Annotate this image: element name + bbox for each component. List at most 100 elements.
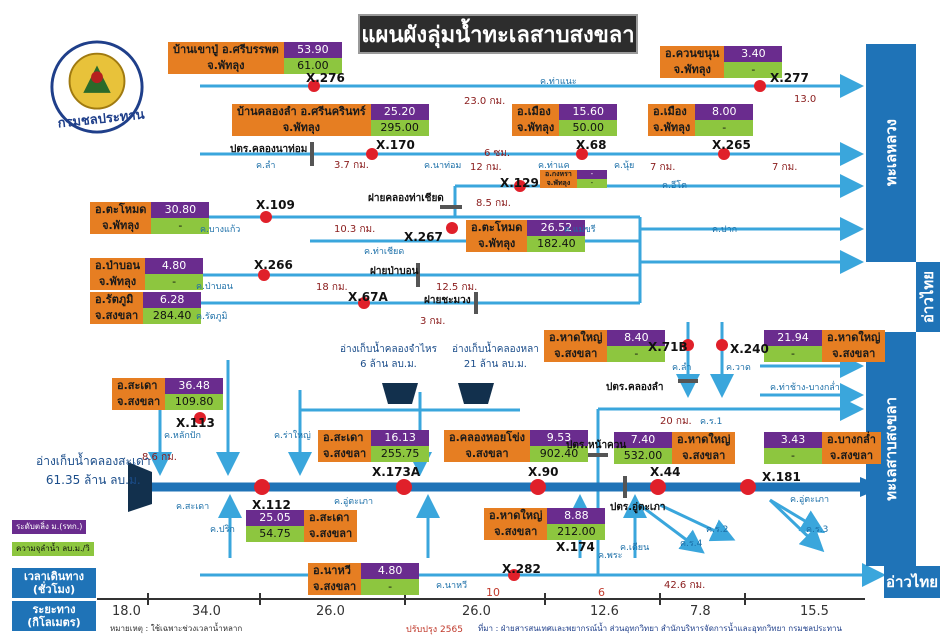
segment-distance: 7.8 xyxy=(690,604,711,619)
point-label: X.44 xyxy=(650,465,681,479)
travel-time: 10 xyxy=(486,586,500,599)
point-x277 xyxy=(754,80,766,92)
point-label: X.240 xyxy=(730,342,769,356)
point-label: X.265 xyxy=(712,138,751,152)
point-label: X.129 xyxy=(500,176,539,190)
point-x67a xyxy=(358,297,370,309)
river-label: ค.พระ xyxy=(598,551,623,561)
distance-label: 42.6 กม. xyxy=(664,580,706,591)
distance-label: 6 ซม. xyxy=(484,148,511,159)
point-label: X.267 xyxy=(404,230,443,244)
river-label: ค.นุ้ย xyxy=(614,161,635,171)
river-label: ค.ร.3 xyxy=(806,525,829,535)
point-x71b xyxy=(682,339,694,351)
point-label: X.90 xyxy=(528,465,559,479)
point-label: X.277 xyxy=(770,71,809,85)
point-label: X.173A xyxy=(372,465,421,479)
travel-time: 6 xyxy=(598,586,605,599)
distance-label: 7 กม. xyxy=(772,162,798,173)
point-label: X.276 xyxy=(306,71,345,85)
point-label: X.109 xyxy=(256,198,295,212)
distance-label: 7 กม. xyxy=(650,162,676,173)
point-x170 xyxy=(366,148,378,160)
river-label: ค.ร.1 xyxy=(700,417,723,427)
river-label: ค.นาท่อม xyxy=(424,161,462,171)
point-label: X.71B xyxy=(648,340,688,354)
point-label: X.170 xyxy=(376,138,415,152)
river-label: ค.ลำ xyxy=(256,161,276,171)
distance-label: 8.5 กม. xyxy=(476,198,511,209)
distance-label: 20 กม. xyxy=(660,416,692,427)
point-x266 xyxy=(258,269,270,281)
river-label: ค.ลำ xyxy=(672,363,692,373)
point-label: X.174 xyxy=(556,540,595,554)
point-x109 xyxy=(260,211,272,223)
segment-distance: 12.6 xyxy=(590,604,619,619)
river-label: ค.ร.4 xyxy=(680,539,703,549)
side-gulf-bottom: อ่าวไทย xyxy=(884,566,940,598)
point-x240 xyxy=(716,339,728,351)
distance-label: 8.6 กม. xyxy=(142,452,177,463)
distance-label: 3.7 กม. xyxy=(334,160,369,171)
point-label: X.68 xyxy=(576,138,607,152)
point-x267 xyxy=(446,222,458,234)
point-x68 xyxy=(576,148,588,160)
travel-time-header: เวลาเดินทาง(ชั่วโมง) xyxy=(12,568,96,598)
distance-header: ระยะทาง(กิโลเมตร) xyxy=(12,601,96,631)
river-label: ค.นาหวี xyxy=(436,581,468,591)
point-x112 xyxy=(254,479,270,495)
point-label: X.113 xyxy=(176,416,215,430)
segment-distance: 15.5 xyxy=(800,604,829,619)
river-label: ค.อู่ตะเภา xyxy=(334,497,374,507)
river-label: ค.สะเดา xyxy=(176,502,210,512)
footer-source: ที่มา : ฝ่ายสารสนเทศและพยากรณ์น้ำ ส่วนอุ… xyxy=(478,624,842,633)
rid-logo-icon xyxy=(50,40,144,134)
point-label: X.181 xyxy=(762,470,801,484)
distance-label: 23.0 กม. xyxy=(464,96,506,107)
river-label: ค.เตียน xyxy=(620,543,650,553)
river-label: ค.ท่าช้าง-บางกล่ำ xyxy=(770,383,840,393)
river-label: ค.ป่าบอน xyxy=(196,282,233,292)
distance-label: 18 กม. xyxy=(316,282,348,293)
river-label: ค.อู่ตะเภา xyxy=(790,495,830,505)
diagram-title: แผนผังลุ่มน้ำทะเลสาบสงขลา xyxy=(358,14,638,54)
river-label: ค.ปาก xyxy=(712,225,738,235)
reservoir-jam-rai-dam xyxy=(382,383,418,404)
river-label: ค.ท่าแนะ xyxy=(540,77,577,87)
segment-distance: 34.0 xyxy=(192,604,221,619)
dam-label: ปตร.คลองนาท่อม xyxy=(230,144,308,155)
river-label: ค.ร.2 xyxy=(706,525,729,535)
dam-label: ฝายคลองท่าเชียด xyxy=(368,193,444,204)
point-x282 xyxy=(508,569,520,581)
footer-update: ปรับปรุง 2565 xyxy=(406,625,463,635)
side-lake-upper: ทะเลหลวง xyxy=(866,44,916,262)
legend-level: ระดับตลิ่ง ม.(รทก.) xyxy=(12,520,87,534)
point-x276 xyxy=(308,80,320,92)
point-x44 xyxy=(650,479,666,495)
river-label: ค.อีโต xyxy=(662,181,687,191)
river-label: ค.ร่าใหญ่ xyxy=(274,431,311,441)
river-label: ค.รัตภูมิ xyxy=(196,312,228,322)
river-label: ค.หลักปัก xyxy=(164,431,201,441)
side-gulf-right: อ่าวไทย xyxy=(916,262,940,332)
river-label: ค.ปริก xyxy=(210,525,235,535)
point-x173a xyxy=(396,479,412,495)
distance-label: 12 กม. xyxy=(470,162,502,173)
segment-distance: 18.0 xyxy=(112,604,141,619)
